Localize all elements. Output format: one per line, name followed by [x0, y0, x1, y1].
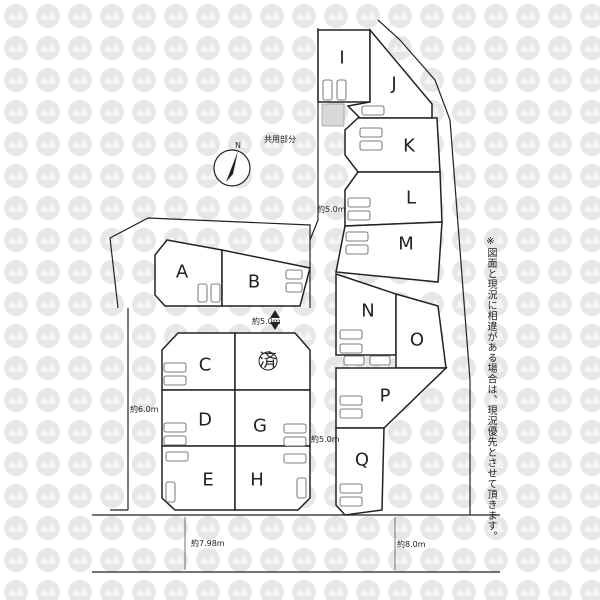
compass-north-label: N	[235, 141, 241, 150]
shared-area-label: 共用部分	[264, 134, 296, 144]
lot-label-F: 済	[259, 351, 277, 372]
lot-G[interactable]	[234, 389, 311, 447]
sold-marker-icon	[258, 351, 278, 371]
lot-E[interactable]	[161, 445, 236, 511]
lot-label-Q: Q	[355, 450, 369, 471]
lot-label-A: A	[176, 262, 189, 283]
road-width-south: 約5.0m	[311, 434, 340, 444]
lot-label-L: L	[406, 188, 416, 209]
parking-cars	[163, 79, 391, 507]
north-compass: N	[213, 141, 251, 187]
road-lines	[92, 19, 500, 573]
lot-label-H: H	[250, 470, 264, 491]
lot-K[interactable]	[344, 117, 441, 173]
road-width-center: 約5.0m	[252, 316, 281, 326]
lot-label-I: I	[339, 48, 344, 69]
lot-label-M: M	[398, 234, 414, 255]
lot-label-E: E	[202, 470, 213, 491]
road-width-west: 約6.0m	[130, 404, 159, 414]
lot-label-O: O	[410, 330, 424, 351]
lot-label-C: C	[199, 355, 212, 376]
road-width-bottom-left: 約7.98m	[191, 538, 225, 548]
road-width-north: 約5.0m	[317, 204, 346, 214]
lot-label-J: J	[390, 74, 396, 95]
compass-arrow-icon	[226, 151, 238, 182]
lot-label-N: N	[361, 301, 374, 322]
road-width-bottom-right: 約8.0m	[397, 539, 426, 549]
lot-label-D: D	[198, 410, 212, 431]
lot-label-B: B	[248, 272, 260, 293]
lot-label-G: G	[253, 416, 267, 437]
lot-label-K: K	[403, 136, 416, 157]
center-road-arrow-down-icon	[270, 322, 280, 330]
lot-label-P: P	[380, 386, 391, 407]
center-road-arrow-up-icon	[270, 310, 280, 318]
disclaimer-note: ※図面と現況に相違がある場合は、現況優先とさせて頂きます。	[485, 236, 496, 542]
shared-area-hatch	[321, 103, 345, 127]
